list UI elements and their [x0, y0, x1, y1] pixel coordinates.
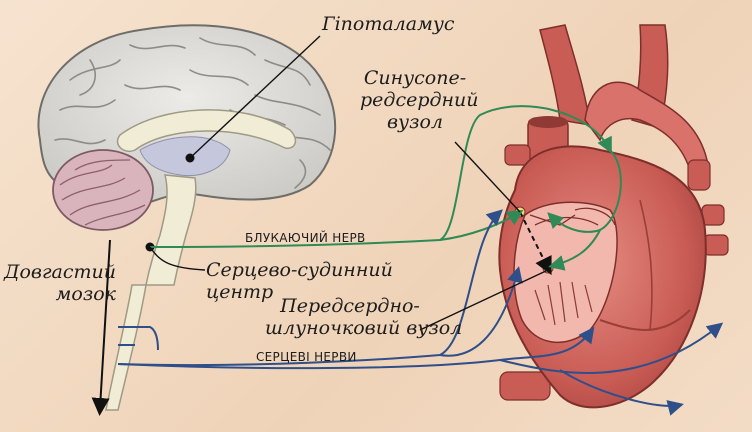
label-cardiac-nerves: СЕРЦЕВІ НЕРВИ — [256, 350, 357, 364]
conduction-arrow — [519, 211, 552, 276]
vagus-nerve-path — [149, 105, 622, 271]
brain — [37, 24, 336, 411]
label-av-node-line1: Передсердно- — [280, 295, 420, 317]
leader-lines — [149, 35, 549, 331]
label-medulla-line2: мозок — [55, 282, 116, 305]
label-sa-node: Синусопе- редсердний вузол — [360, 67, 479, 134]
label-hypothalamus: Гіпоталамус — [322, 13, 455, 35]
label-av-node: Передсердно- шлуночковий вузол — [265, 295, 463, 340]
cerebellum — [52, 149, 154, 231]
label-cv-center: Серцево-судинний центр — [206, 259, 393, 304]
label-medulla: Довгастий мозок — [4, 261, 117, 306]
label-av-node-line2: шлуночковий вузол — [265, 316, 463, 339]
heart — [498, 24, 729, 409]
label-sa-node-line1: Синусопе- — [363, 67, 467, 89]
label-sa-node-line2: редсердний — [360, 88, 479, 111]
label-sa-node-line3: вузол — [387, 110, 443, 133]
label-medulla-line1: Довгастий — [4, 261, 117, 283]
cardiac-nerves-path — [117, 209, 724, 416]
label-cv-center-line2: центр — [206, 280, 274, 303]
label-cv-center-line1: Серцево-судинний — [206, 259, 393, 281]
spinal-cord-arrow — [91, 239, 111, 416]
label-vagus-nerve: БЛУКАЮЧИЙ НЕРВ — [245, 231, 366, 245]
